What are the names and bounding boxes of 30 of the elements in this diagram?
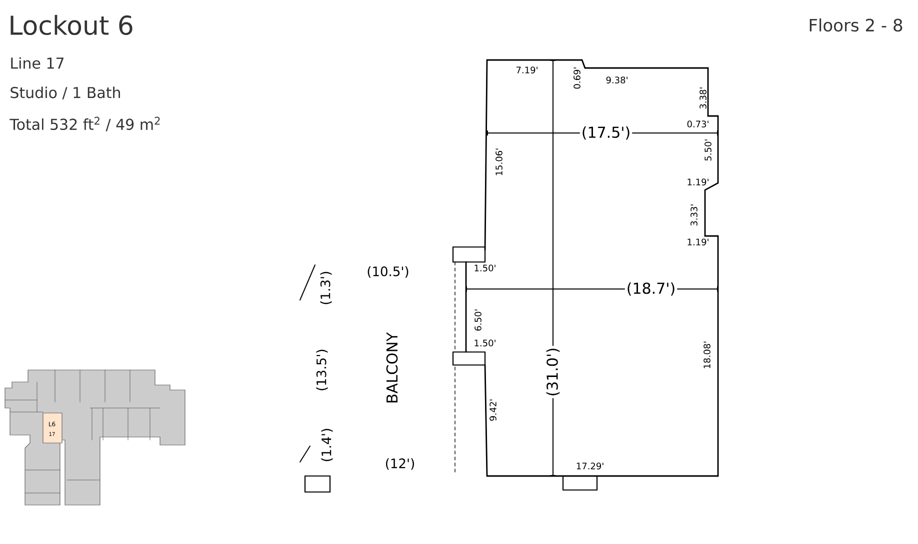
balcony-label: BALCONY [386,332,398,402]
floor-range: Floors 2 - 8 [810,18,902,32]
dimension-label: 3.38' [700,88,706,109]
dimension-label: 7.19' [516,66,538,74]
dimension-label: 1.19' [688,238,708,246]
dimension-label: 0.69' [574,68,580,89]
dimension-label: (18.7') [628,282,674,296]
dimension-label: (1.4') [321,428,333,462]
dimension-label: 6.50' [474,310,482,331]
dimension-label: (12') [386,458,414,470]
unit-line: Line 17 [11,57,64,69]
dimension-label: 5.50' [704,140,712,161]
dimension-label: (17.5') [582,126,630,140]
dimension-label: 1.50' [474,264,496,272]
title: Lockout 6 [10,14,132,36]
dimension-label: 1.19' [688,178,708,186]
dimension-label: (10.5') [368,266,408,278]
dimension-label: (1.3') [320,272,332,304]
dimension-label: 1.50' [474,340,496,346]
dimension-label: (31.0') [546,348,560,396]
dimension-label: 9.42' [490,400,496,421]
unit-area: Total 532 ft$^{2}$ / 49 m$^{2}$ [10,116,160,132]
dimension-label: (13.5') [316,350,328,390]
dimension-label: 3.33' [690,204,698,226]
dimension-label: 17.29' [576,462,604,470]
dimension-label: 0.73' [687,120,708,128]
dimension-label: 15.06' [496,148,502,176]
unit-type: Studio / 1 Bath [10,86,120,100]
dimension-label: 9.38' [606,76,628,84]
dimension-label: 18.08' [704,342,710,368]
